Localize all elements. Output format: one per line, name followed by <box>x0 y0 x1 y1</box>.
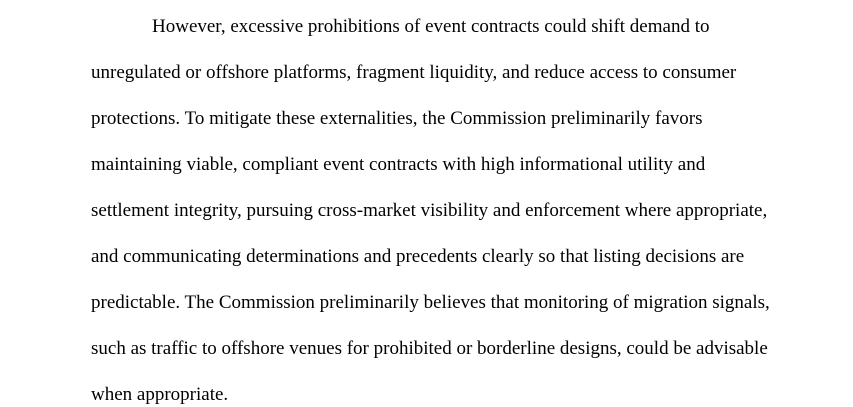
paragraph-line-7: predictable. The Commission preliminaril… <box>91 292 770 313</box>
paragraph-line-2: unregulated or offshore platforms, fragm… <box>91 62 737 83</box>
paragraph-line-3: protections. To mitigate these externali… <box>91 108 703 129</box>
paragraph-line-6: and communicating determinations and pre… <box>91 246 745 267</box>
paragraph-line-5: settlement integrity, pursuing cross-mar… <box>91 200 768 221</box>
paragraph-line-4: maintaining viable, compliant event cont… <box>91 154 706 175</box>
paragraph-line-8: such as traffic to offshore venues for p… <box>91 338 768 359</box>
paragraph-line-1: However, excessive prohibitions of event… <box>152 16 710 37</box>
paragraph-line-9: when appropriate. <box>91 384 229 405</box>
